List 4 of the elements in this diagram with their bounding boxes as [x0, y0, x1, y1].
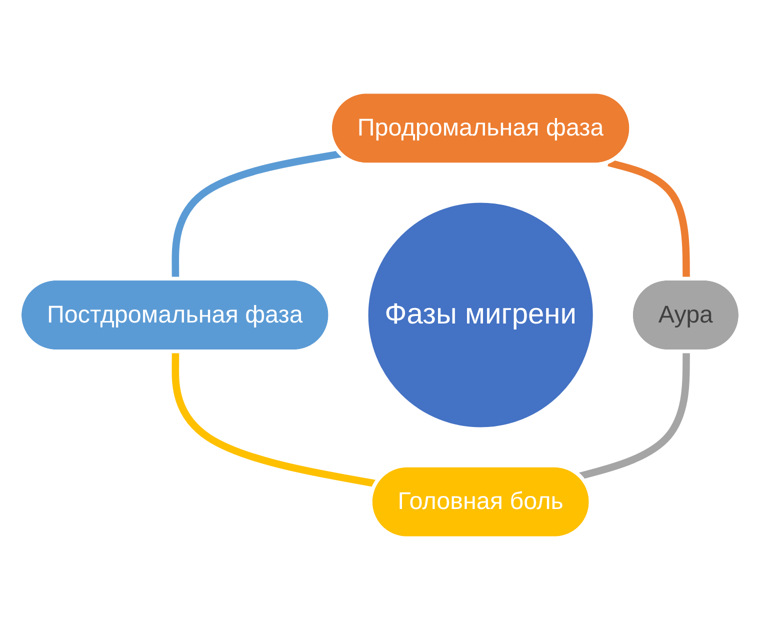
- connector: [172, 150, 342, 280]
- connector: [579, 352, 690, 480]
- connector: [608, 159, 690, 280]
- connector: [172, 352, 377, 488]
